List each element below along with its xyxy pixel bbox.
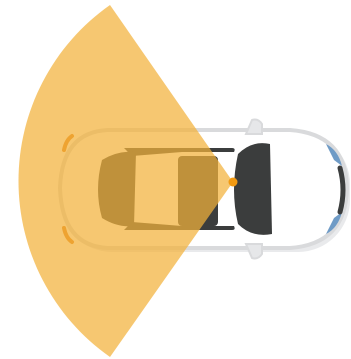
windshield — [234, 143, 272, 235]
sensor-fov-cone — [18, 5, 233, 357]
side-mirror-top — [246, 120, 262, 135]
sensor-point-icon — [229, 178, 238, 187]
side-mirror-bottom — [246, 244, 262, 259]
